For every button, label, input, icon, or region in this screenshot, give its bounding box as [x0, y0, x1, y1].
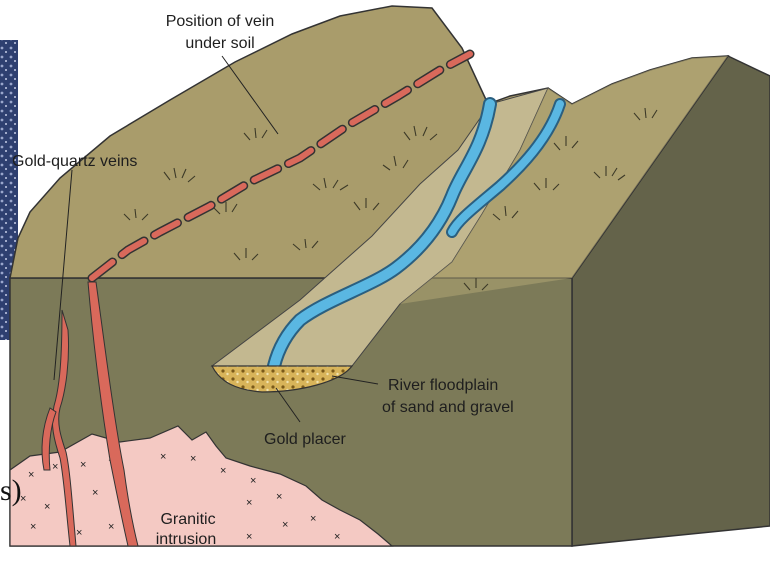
svg-text:×: × [28, 469, 34, 481]
cut-off-slide-text: s) [0, 474, 22, 507]
svg-text:×: × [30, 521, 36, 533]
svg-text:×: × [276, 491, 282, 503]
label-vein-position-1: Position of vein [166, 13, 275, 30]
svg-text:×: × [282, 519, 288, 531]
svg-text:×: × [334, 531, 340, 543]
label-gold-quartz-veins: Gold-quartz veins [12, 153, 137, 170]
svg-text:×: × [80, 459, 86, 471]
svg-text:×: × [246, 531, 252, 543]
label-granitic-2: intrusion [156, 531, 216, 548]
svg-text:×: × [76, 527, 82, 539]
svg-text:×: × [44, 501, 50, 513]
svg-text:×: × [52, 461, 58, 473]
svg-text:×: × [250, 475, 256, 487]
label-granitic-1: Granitic [160, 511, 215, 528]
svg-text:×: × [160, 451, 166, 463]
label-floodplain-1: River floodplain [388, 377, 498, 394]
svg-text:×: × [190, 453, 196, 465]
label-floodplain-2: of sand and gravel [382, 399, 514, 416]
svg-text:×: × [220, 465, 226, 477]
svg-text:×: × [92, 487, 98, 499]
svg-text:×: × [108, 521, 114, 533]
label-vein-position-2: under soil [185, 35, 254, 52]
svg-text:×: × [246, 497, 252, 509]
svg-text:×: × [310, 513, 316, 525]
label-gold-placer: Gold placer [264, 431, 346, 448]
